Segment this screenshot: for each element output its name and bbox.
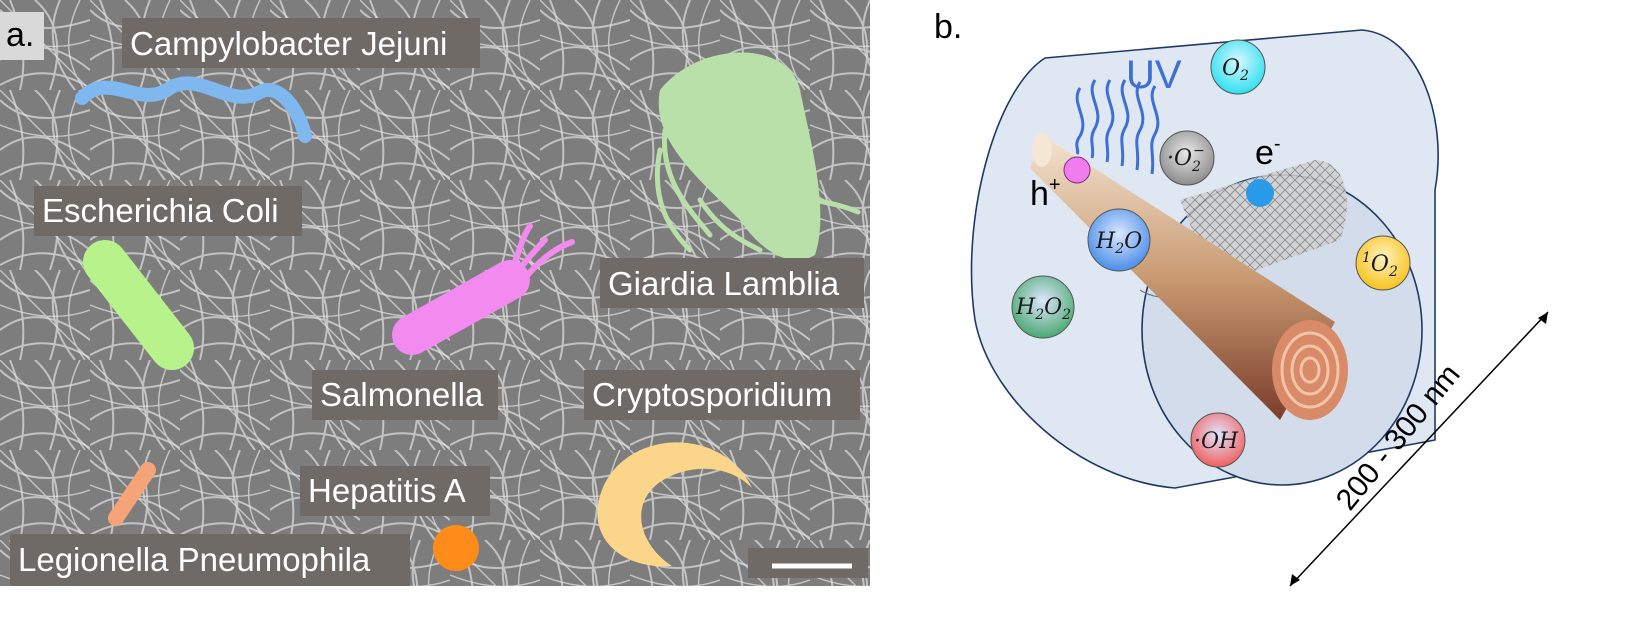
svg-text:O2: O2 <box>1222 56 1249 84</box>
legionella-label-box <box>10 534 410 586</box>
panel-b: b. UV h+ <box>934 8 1549 587</box>
campylobacter-label: Campylobacter Jejuni <box>130 25 447 62</box>
hole-label: h+ <box>1030 174 1061 213</box>
hole-icon <box>1063 156 1091 184</box>
ecoli-shape <box>83 240 194 370</box>
hepatitis-label: Hepatitis A <box>308 472 466 509</box>
hepatitis-shape <box>433 525 479 571</box>
giardia-flagella <box>654 127 861 253</box>
ecoli-label-box <box>34 186 302 236</box>
salmonella-flagella <box>502 223 575 293</box>
cryptosporidium-label: Cryptosporidium <box>592 376 832 413</box>
giardia-shape <box>658 52 821 261</box>
cryptosporidium-label-box <box>584 370 860 420</box>
panel-a: a. Campylobacter Jejuni Escherichia Coli… <box>0 0 870 586</box>
giardia-label-box <box>600 258 864 308</box>
species-h2o: H2O <box>1087 208 1151 272</box>
legionella-label: Legionella Pneumophila <box>18 541 371 578</box>
salmonella-shape <box>392 260 530 355</box>
legionella-shape <box>108 462 156 526</box>
giardia-label: Giardia Lamblia <box>608 265 840 302</box>
species-superoxide: ·O2− <box>1159 130 1215 186</box>
nanorod <box>1030 133 1348 420</box>
species-singlet-oxygen: 1O2 <box>1355 235 1411 291</box>
species-hydroxyl: ·OH <box>1190 412 1246 468</box>
scale-bar-box <box>748 548 868 578</box>
cryptosporidium-shape <box>597 442 752 567</box>
svg-text:·O2−: ·O2− <box>1167 143 1205 175</box>
species-o2: O2 <box>1210 39 1266 95</box>
uv-label: UV <box>1126 53 1182 97</box>
svg-text:·OH: ·OH <box>1194 429 1239 454</box>
svg-text:H2O: H2O <box>1095 229 1142 257</box>
panel-a-letter: a. <box>6 16 34 54</box>
svg-text:H2O2: H2O2 <box>1015 295 1071 323</box>
salmonella-label: Salmonella <box>320 376 484 413</box>
svg-text:1O2: 1O2 <box>1362 250 1398 280</box>
panel-a-letter-box <box>0 12 44 60</box>
panel-b-letter: b. <box>934 8 962 46</box>
dimension-arrow <box>1289 311 1549 587</box>
electron-icon <box>1246 179 1274 207</box>
campylobacter-shape <box>75 76 312 143</box>
campylobacter-label-box <box>122 18 480 68</box>
hepatitis-label-box <box>300 466 490 516</box>
electron-label: e- <box>1255 133 1281 172</box>
species-h2o2: H2O2 <box>1011 275 1075 339</box>
uv-rays-icon <box>1075 79 1160 175</box>
salmonella-label-box <box>312 370 498 420</box>
ecoli-label: Escherichia Coli <box>42 192 279 229</box>
